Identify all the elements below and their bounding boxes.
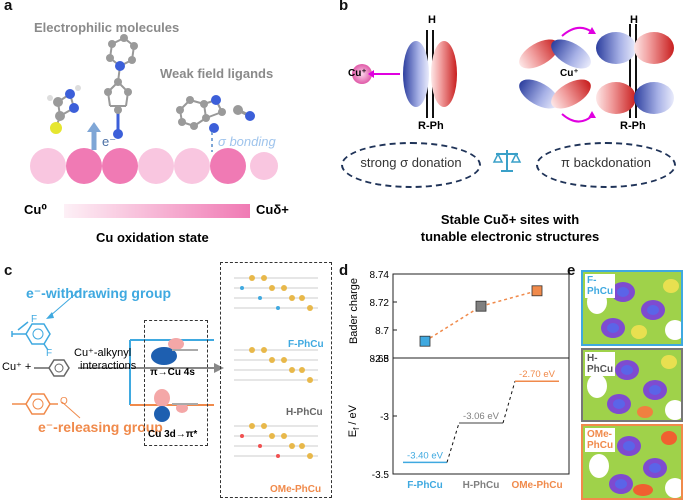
top-data-point — [531, 285, 543, 297]
e-label-h: H-PhCu — [585, 352, 616, 376]
orbital-inset-art — [151, 338, 198, 422]
energy-value-label: -3.40 eV — [407, 450, 444, 461]
e-panel-ome-phcu: OMe-PhCu — [581, 424, 683, 500]
top-y-tick-label: 8.7 — [375, 326, 389, 337]
panel-b-label: b — [339, 0, 349, 14]
x-category-label: F-PhCu — [407, 480, 443, 491]
pi-backdonation-text: π backdonation — [561, 155, 651, 170]
thiadiazole-molecule-icon — [47, 85, 81, 134]
cu-plus-label-right: Cu⁺ — [560, 68, 579, 79]
e-label-f-line2: PhCu — [587, 286, 614, 297]
top-data-point — [475, 300, 487, 312]
balance-scale-icon — [492, 150, 522, 172]
panel-c-label: c — [4, 262, 13, 279]
rph-label-right: R-Ph — [620, 120, 646, 132]
top-y-tick-label: 8.72 — [370, 298, 390, 309]
structures-art — [234, 275, 318, 459]
top-y-axis-label: Bader charge — [348, 277, 360, 345]
e-label-ome-line1: OMe- — [587, 429, 612, 440]
bottom-y-tick-label: -3 — [380, 412, 389, 423]
phenylacetylene-icon — [34, 359, 70, 377]
f-atom-bottom: F — [46, 348, 53, 359]
interaction-label-line1: Cu⁺-alkynyl — [74, 347, 132, 359]
bottom-y-tick-label: -2.5 — [372, 354, 390, 365]
methoxy-phenylacetylene-icon — [12, 393, 81, 419]
pi-backdonation-orbital-icon — [519, 24, 674, 123]
sigma-bonding-label: σ bonding — [218, 134, 276, 149]
e-label-f: F-PhCu — [585, 274, 616, 298]
cu0-label: Cu⁰ — [24, 202, 48, 217]
pyridine-molecule-icon — [104, 34, 138, 139]
interaction-label-line2: interactions — [80, 360, 137, 372]
stable-cu-caption-line1: Stable Cuδ+ sites with — [440, 212, 580, 227]
h-label-left: H — [428, 14, 436, 26]
sigma-donation-text: strong σ donation — [360, 155, 462, 170]
sigma-donation-bubble — [341, 142, 481, 188]
h-label-right: H — [630, 14, 638, 26]
fluoro-phenylacetylene-icon — [11, 290, 81, 351]
top-data-point — [419, 335, 431, 347]
structures-box — [220, 262, 332, 498]
f-atom-top: F — [31, 314, 38, 325]
ef-symbol: E — [346, 429, 359, 438]
oxidation-gradient-bar — [64, 204, 250, 218]
o-atom: O — [60, 396, 68, 407]
panel-d-chart: 8.68 8.7 8.72 8.74 -3.5 -3 -2.5 -3.40 eV -3.06 … — [370, 270, 570, 491]
panel-e-label: e — [567, 262, 576, 279]
cu-delta-label: Cuδ+ — [256, 202, 289, 217]
oxidation-state-label: Cu oxidation state — [96, 230, 209, 245]
top-y-tick-label: 8.74 — [370, 270, 390, 281]
e-panel-f-phcu: F-PhCu — [581, 270, 683, 346]
orbital-inset-box — [144, 320, 208, 446]
ef-unit: / eV — [346, 405, 359, 428]
cu-plus-label-left: Cu⁺ — [348, 68, 367, 79]
cu-3d-to-pi-star-orbital-icon — [154, 389, 198, 422]
x-category-label: H-PhCu — [463, 480, 500, 491]
withdrawing-group-label: e⁻-withdrawing group — [26, 285, 172, 301]
e-label-ome: OMe-PhCu — [585, 428, 616, 452]
electron-transfer-arrow — [87, 122, 101, 150]
electrophilic-molecules-text: Electrophilic molecules — [34, 20, 180, 35]
e-label-f-line1: F- — [587, 275, 597, 286]
struct-ome-phcu-label: OMe-PhCu — [270, 484, 322, 495]
ome-phcu-structure-icon — [234, 423, 318, 459]
pi-backdonation-bubble — [536, 142, 676, 188]
bottom-y-axis-label: Ef / eV — [347, 401, 361, 441]
panel-d-label: d — [339, 262, 349, 279]
energy-value-label: -2.70 eV — [519, 369, 556, 380]
h-phcu-structure-icon — [234, 347, 318, 383]
cu-surface-atoms — [30, 148, 278, 184]
e-label-h-line1: H- — [587, 353, 598, 364]
e-label-ome-line2: PhCu — [587, 440, 614, 451]
e-panel-h-phcu: H-PhCu — [581, 348, 683, 422]
x-category-label: OMe-PhCu — [511, 480, 562, 491]
stable-cu-caption-line2: tunable electronic structures — [420, 229, 600, 244]
sigma-donation-orbital-icon — [352, 30, 457, 118]
struct-h-phcu-label: H-PhCu — [286, 407, 323, 418]
releasing-group-label: e⁻-releasing group — [38, 419, 163, 435]
energy-value-label: -3.06 eV — [463, 411, 500, 422]
panel-a-molecule-art — [47, 34, 255, 139]
weak-field-ligands-text: Weak field ligands — [160, 66, 274, 81]
struct-f-phcu-label: F-PhCu — [288, 339, 324, 350]
panel-a-label: a — [4, 0, 13, 14]
e-label-h-line2: PhCu — [587, 364, 614, 375]
pi-to-cu-4s-orbital-icon — [151, 338, 198, 365]
top-trend-line — [480, 290, 538, 307]
f-phcu-structure-icon — [234, 275, 318, 311]
cyanide-ligand-icon — [233, 105, 255, 121]
benzimidazole-molecule-icon — [176, 95, 226, 133]
cu-plus-reagent: Cu⁺ + — [2, 361, 32, 373]
top-y-tick-label: 8.68 — [370, 354, 390, 365]
bottom-y-tick-label: -3.5 — [372, 470, 390, 481]
top-trend-line — [424, 305, 482, 342]
rph-label-left: R-Ph — [418, 120, 444, 132]
energy-connector — [502, 381, 516, 424]
electron-label: e⁻ — [102, 134, 117, 149]
orbital-label-top: π→Cu 4s — [150, 367, 195, 378]
top-plot-frame — [392, 273, 570, 359]
energy-connector — [446, 422, 460, 463]
panel-b-orbital-diagram — [352, 24, 674, 123]
orbital-label-bottom: Cu 3d→π* — [148, 429, 198, 440]
